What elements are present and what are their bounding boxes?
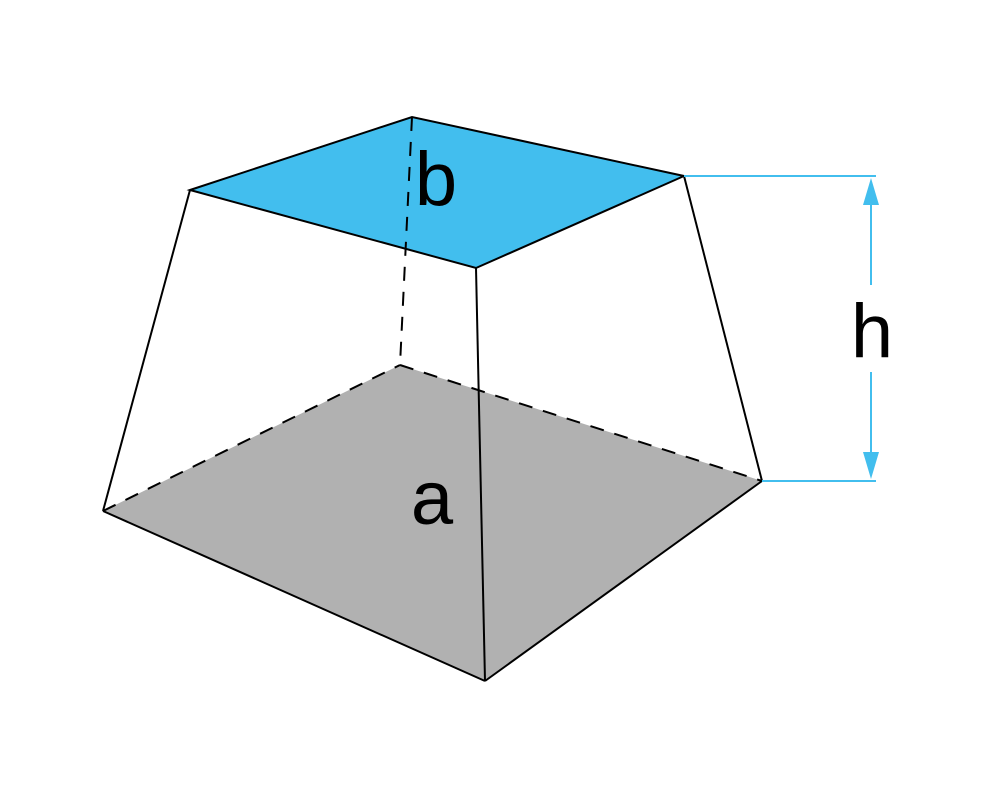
hidden-edges xyxy=(102,116,763,512)
arrow-up-icon xyxy=(863,178,879,205)
bottom-edge-front-left xyxy=(102,510,486,682)
bottom-face xyxy=(103,365,762,681)
hidden-edge-back-left xyxy=(102,364,401,512)
lateral-edge-right xyxy=(683,175,763,482)
height-dimension xyxy=(684,175,876,482)
arrow-down-icon xyxy=(863,452,879,479)
lateral-edge-left xyxy=(102,189,191,512)
label-bottom-face: a xyxy=(411,456,454,541)
bottom-edge-front-right xyxy=(484,480,763,682)
lateral-edge-front xyxy=(475,267,486,682)
label-height: h xyxy=(851,289,893,374)
hidden-edge-vertical xyxy=(399,116,413,366)
hidden-edge-back-right xyxy=(399,364,763,482)
label-top-face: b xyxy=(415,137,457,222)
